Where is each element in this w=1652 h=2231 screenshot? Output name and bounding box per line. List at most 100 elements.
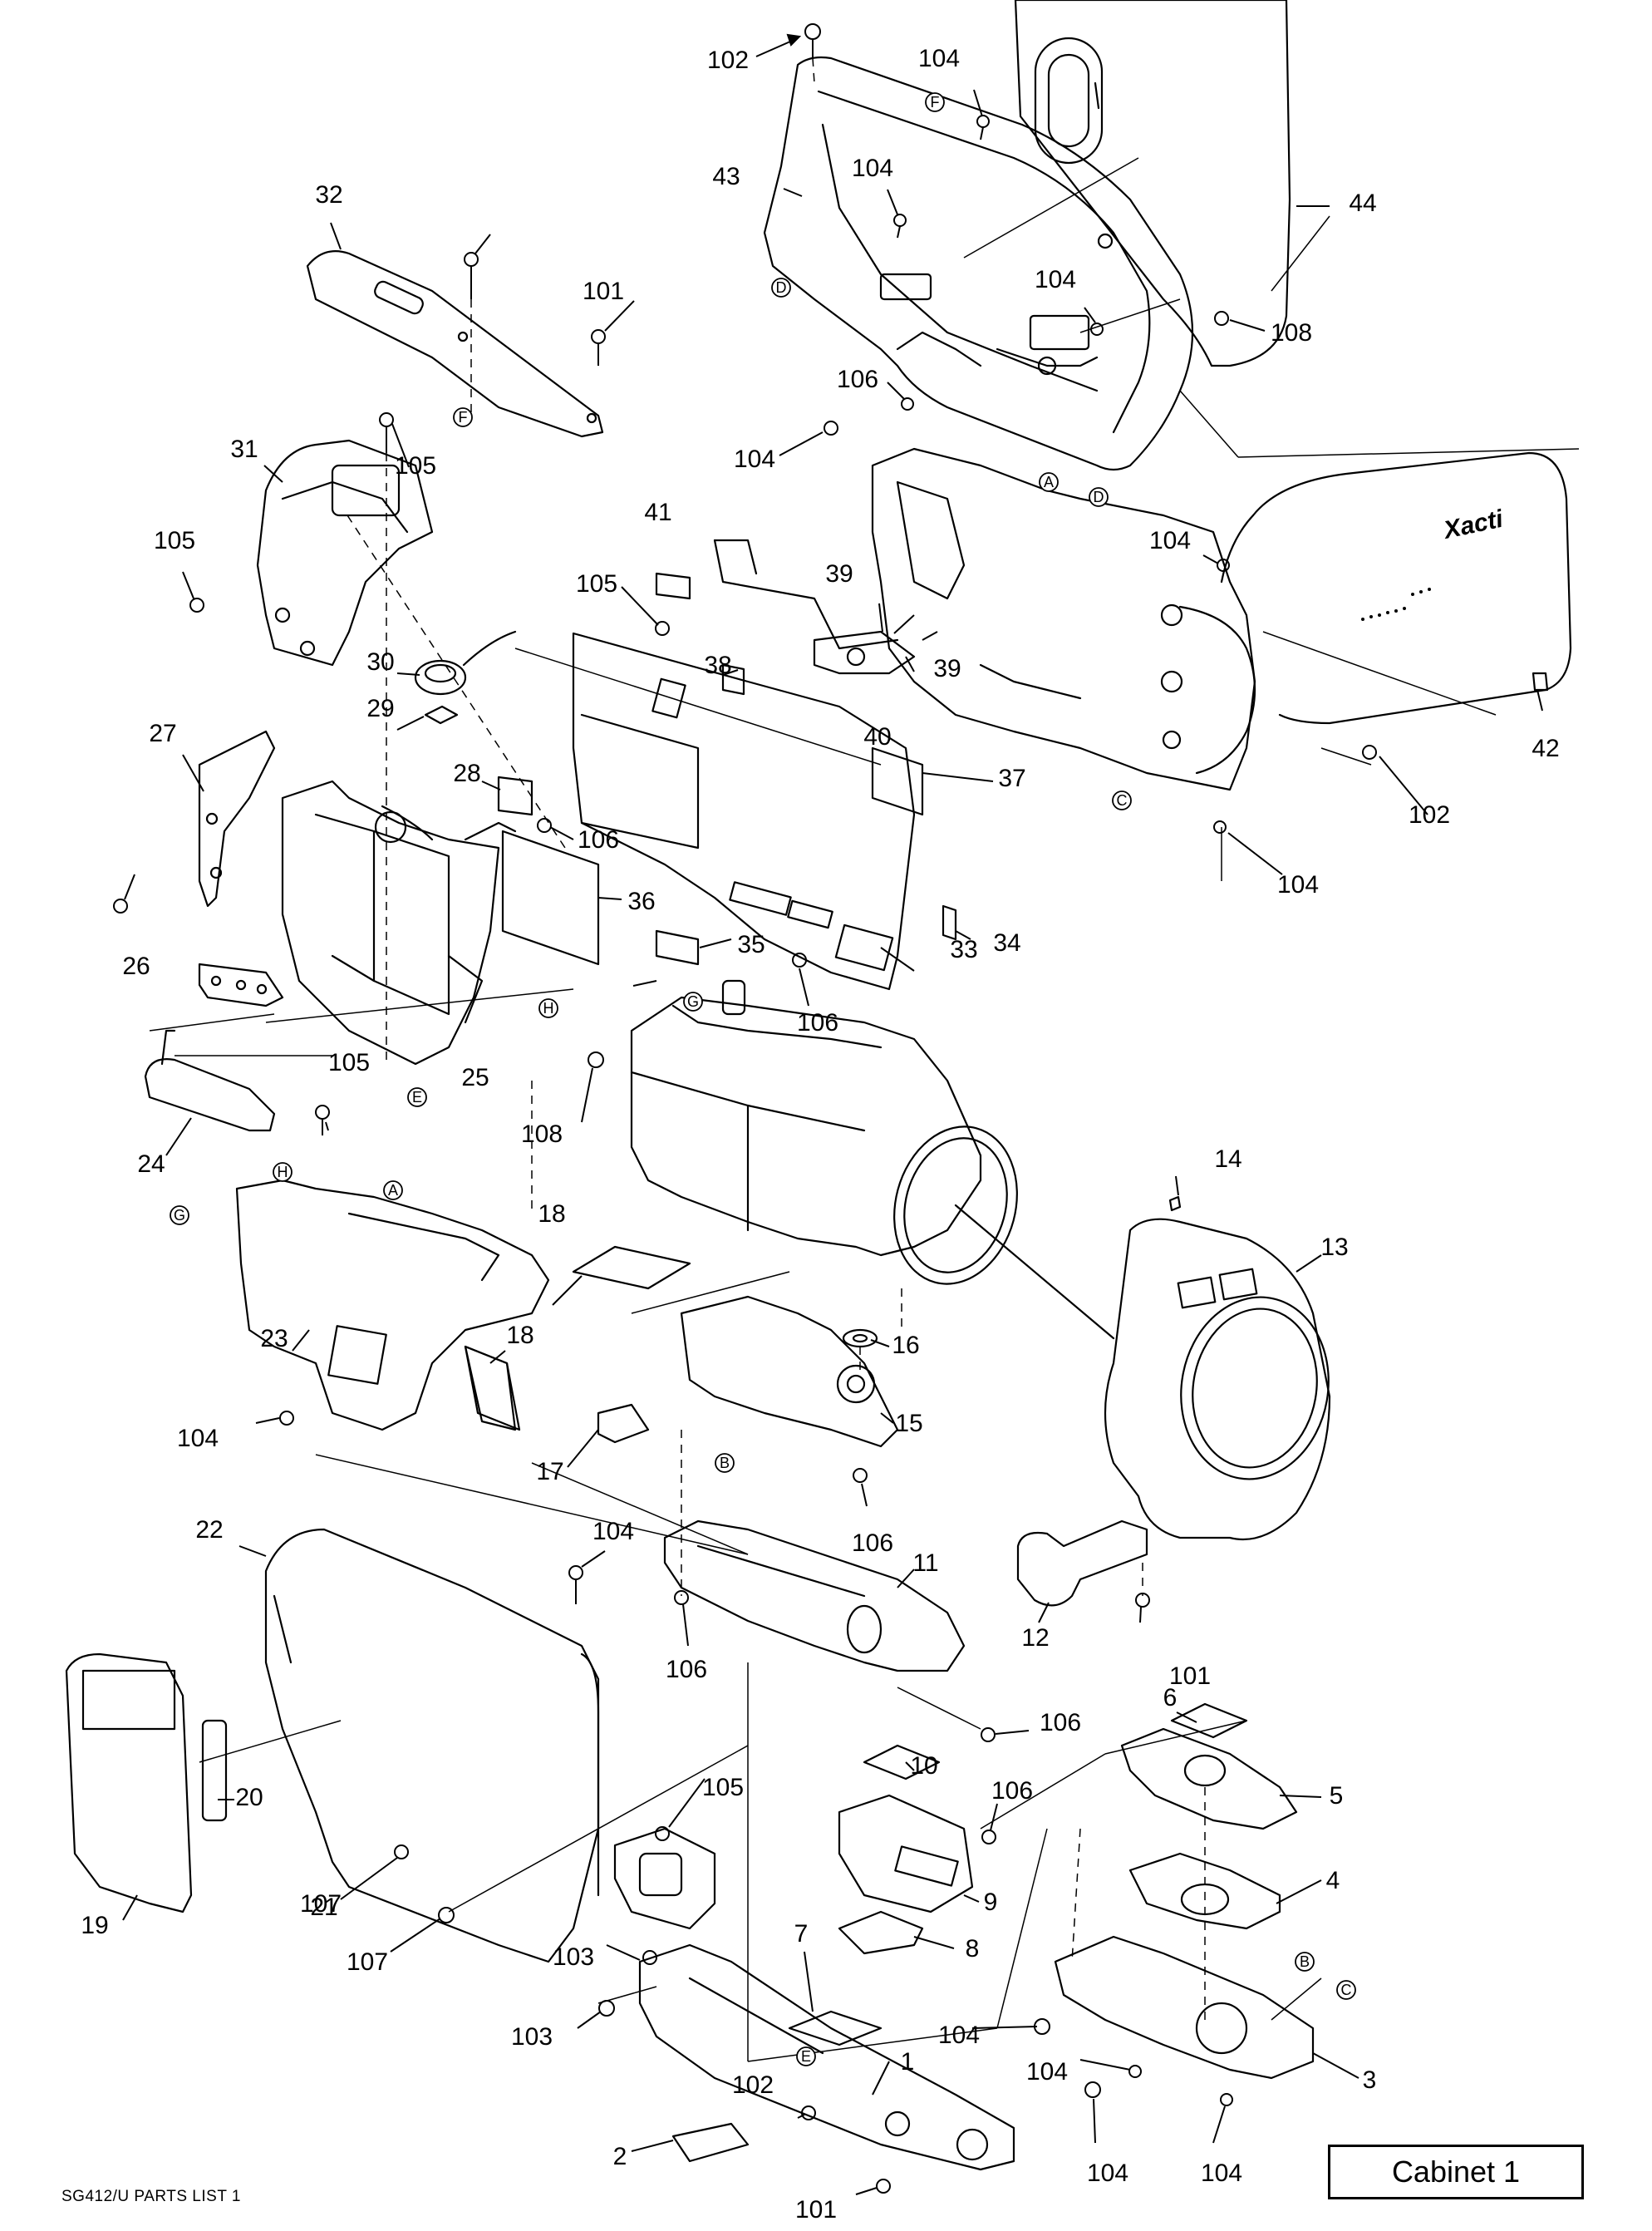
part-12-button-cap bbox=[1016, 1519, 1148, 1607]
part-29-tape bbox=[424, 705, 459, 725]
ref-letter: F bbox=[459, 409, 468, 426]
callout-part-35: 35 bbox=[737, 931, 765, 958]
callout-part-34: 34 bbox=[993, 929, 1020, 957]
part-1-bottom-frame bbox=[638, 1943, 1015, 2171]
callout-part-19: 19 bbox=[81, 1912, 108, 1939]
callout-screw-106-c: 106 bbox=[797, 1009, 838, 1037]
ref-d-1 bbox=[771, 278, 791, 298]
section-title-box: Cabinet 1 bbox=[1328, 2145, 1584, 2199]
callout-part-40: 40 bbox=[863, 723, 891, 751]
callout-part-41: 41 bbox=[644, 499, 671, 526]
part-8-bracket bbox=[838, 1910, 924, 1955]
main-frame-right bbox=[871, 447, 1256, 791]
callout-screw-106-g: 107 bbox=[300, 1890, 342, 1918]
part-6-tape bbox=[1170, 1702, 1248, 1739]
screw-104-l bbox=[1220, 2093, 1233, 2106]
screw-104-h bbox=[568, 1565, 583, 1604]
callout-part-39-a: 39 bbox=[825, 560, 853, 588]
part-5-button-sheet bbox=[1120, 1727, 1298, 1830]
ref-e-1 bbox=[407, 1087, 427, 1107]
ref-letter: A bbox=[1044, 474, 1054, 490]
part-16-washer bbox=[842, 1328, 878, 1348]
callout-part-21: 21 bbox=[310, 1894, 337, 1921]
ref-letter: F bbox=[931, 94, 940, 111]
ref-letter: G bbox=[174, 1207, 185, 1224]
part-22-side-panel bbox=[264, 1528, 600, 1963]
part-13-lens-cover bbox=[1104, 1218, 1331, 1541]
part-38-sheet bbox=[721, 663, 745, 696]
callout-part-24: 24 bbox=[137, 1150, 165, 1178]
ref-a-1 bbox=[1039, 472, 1059, 492]
ref-letter: E bbox=[801, 2048, 811, 2065]
ref-f-2 bbox=[453, 407, 473, 427]
callout-screw-104-c: 104 bbox=[1035, 266, 1076, 293]
screw-106-h bbox=[438, 1907, 455, 1923]
part-32-top-grip bbox=[306, 250, 604, 438]
ref-c-2 bbox=[1336, 1980, 1356, 2000]
part-44-panel-cover bbox=[1014, 0, 1291, 367]
screw-104-f bbox=[1213, 820, 1227, 834]
callout-part-12: 12 bbox=[1021, 1624, 1049, 1652]
callout-screw-104-k: 104 bbox=[1087, 2160, 1128, 2187]
callout-screw-104-d: 104 bbox=[734, 446, 775, 473]
callout-part-20: 20 bbox=[235, 1784, 263, 1811]
section-title: Cabinet 1 bbox=[1391, 2155, 1521, 2189]
ref-e-2 bbox=[796, 2046, 816, 2066]
screw-102-c bbox=[801, 2105, 816, 2120]
callout-screw-103-b: 103 bbox=[511, 2023, 553, 2051]
callout-screw-104-f: 104 bbox=[1277, 871, 1319, 899]
part-7-sheet bbox=[788, 2010, 883, 2046]
part-42-sheet bbox=[1532, 672, 1549, 692]
callout-part-37: 37 bbox=[998, 765, 1025, 792]
ref-b-2 bbox=[1295, 1952, 1315, 1972]
part-9-connector-board bbox=[838, 1794, 974, 1913]
callout-screw-105-f: 106 bbox=[991, 1777, 1033, 1805]
callout-part-13: 13 bbox=[1320, 1234, 1348, 1261]
callout-part-7: 7 bbox=[794, 1920, 809, 1948]
product-logo: Xacti bbox=[1440, 505, 1507, 545]
part-35-sheet bbox=[655, 929, 700, 966]
part-36-sheet bbox=[501, 830, 600, 966]
callout-screw-106-d: 106 bbox=[852, 1529, 893, 1557]
callout-part-32: 32 bbox=[315, 181, 342, 209]
ref-letter: D bbox=[776, 279, 787, 296]
ref-b-1 bbox=[715, 1453, 735, 1473]
screw-102-top bbox=[804, 23, 821, 58]
screw-105-d bbox=[315, 1105, 330, 1135]
callout-part-42: 42 bbox=[1532, 735, 1559, 762]
part-31-side-grip bbox=[256, 439, 434, 667]
callout-screw-104-e: 104 bbox=[1149, 527, 1191, 554]
callout-part-27: 27 bbox=[149, 720, 176, 747]
part-24-cover-lid bbox=[144, 1029, 276, 1132]
callout-screw-105-a: 105 bbox=[395, 452, 436, 480]
part-41-flex-strip bbox=[713, 539, 899, 650]
callout-screw-105-d: 105 bbox=[328, 1049, 370, 1076]
screw-107-a bbox=[1214, 311, 1229, 326]
ref-letter: G bbox=[687, 993, 699, 1010]
part-19-battery-door bbox=[65, 1652, 193, 1913]
callout-part-33: 33 bbox=[950, 936, 977, 963]
callout-screw-105-e: 105 bbox=[702, 1774, 744, 1801]
rear-housing-cover bbox=[1220, 451, 1572, 725]
screw-106-f bbox=[981, 1727, 996, 1742]
screw-106-d bbox=[853, 1468, 868, 1483]
callout-part-11: 11 bbox=[912, 1549, 938, 1577]
callout-screw-106-a: 106 bbox=[837, 366, 878, 393]
callout-part-17: 17 bbox=[536, 1458, 563, 1485]
callout-screw-104-g: 104 bbox=[177, 1425, 219, 1452]
screw-106-e bbox=[674, 1590, 689, 1605]
ref-letter: E bbox=[412, 1089, 422, 1106]
callout-screw-103-a: 103 bbox=[553, 1943, 594, 1971]
callout-part-16: 16 bbox=[892, 1332, 919, 1359]
ref-d-2 bbox=[1089, 487, 1109, 507]
screw-105-c bbox=[655, 621, 670, 636]
part-10-sheet bbox=[863, 1744, 941, 1780]
ref-letter: B bbox=[1300, 1953, 1310, 1970]
callout-part-39-b: 39 bbox=[933, 655, 961, 682]
callout-part-22: 22 bbox=[195, 1516, 223, 1544]
callout-part-26: 26 bbox=[122, 953, 150, 980]
callout-part-38: 38 bbox=[704, 652, 731, 679]
optical-lens-block bbox=[630, 979, 1115, 1340]
callout-screw-106-b: 106 bbox=[578, 826, 619, 854]
